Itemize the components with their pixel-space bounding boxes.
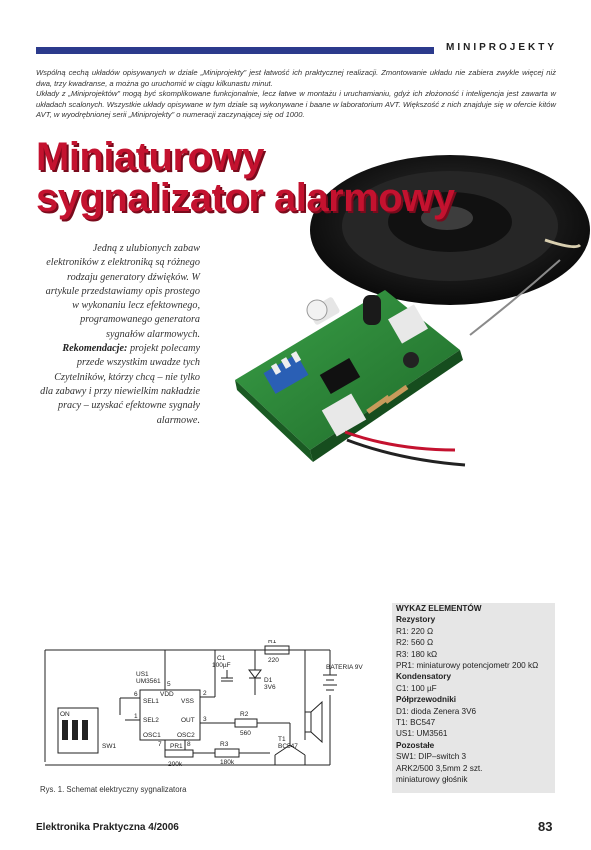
sch-r3: R3 [220,741,229,748]
sch-us1: US1 [136,671,149,678]
sch-pr1-value: 200k [168,761,183,768]
parts-item: US1: UM3561 [396,729,448,739]
sch-r1-value: 220 [268,657,279,664]
speaker [310,155,590,336]
parts-group-name: Półprzewodniki [396,695,457,705]
sch-r2-value: 560 [240,730,251,737]
parts-group-name: Rezystory [396,615,436,625]
sch-r1: R1 [268,640,277,645]
schematic-diagram: R1 220 C1 100µF D1 3V6 BATERIA 9V US1 UM… [44,640,363,768]
parts-item: R3: 180 kΩ [396,649,438,659]
header-rule [36,47,434,54]
sch-r2: R2 [240,711,249,718]
lead-body: Jedną z ulubionych zabaw elektroników z … [45,243,200,340]
recommendation-text: projekt polecamy przede wszystkim uwadze… [40,343,200,426]
title-line-2: sygnalizator alarmowy [36,176,455,220]
section-label: MINIPROJEKTY [446,42,558,53]
sch-pin-7: 7 [158,741,162,748]
sch-r3-value: 180k [220,759,235,766]
footer-magazine: Elektronika Praktyczna 4/2006 [36,822,179,833]
parts-item: PR1: miniaturowy potencjometr 200 kΩ [396,661,539,671]
parts-item: SW1: DIP–switch 3 [396,752,467,762]
sch-pin-5: 5 [167,681,171,688]
sch-vss: VSS [181,698,195,705]
sch-battery: BATERIA 9V [326,664,363,671]
sch-sel2: SEL2 [143,717,159,724]
sch-osc1: OSC1 [143,732,161,739]
sch-d1: D1 [264,677,273,684]
intro-text: Wspólną cechą układów opisywanych w dzia… [36,68,556,121]
sch-pin-3: 3 [203,716,207,723]
parts-group-name: Pozostałe [396,740,435,750]
sch-out: OUT [181,717,195,724]
parts-item: C1: 100 µF [396,683,437,693]
schematic-caption: Rys. 1. Schemat elektryczny sygnalizator… [40,785,187,794]
sch-osc2: OSC2 [177,732,195,739]
sch-c1: C1 [217,655,226,662]
parts-group-name: Kondensatory [396,672,452,682]
parts-title: WYKAZ ELEMENTÓW [396,604,482,613]
intro-paragraph-2: Układy z „Miniprojektów” mogą być skompl… [36,89,556,119]
sch-us1-value: UM3561 [136,678,161,685]
parts-item: D1: dioda Zenera 3V6 [396,706,477,716]
lead-text: Jedną z ulubionych zabaw elektroników z … [40,242,200,428]
product-photo [235,155,590,467]
page-number: 83 [538,819,553,834]
sch-on: ON [60,711,70,718]
pcb-board [235,290,466,467]
parts-list: WYKAZ ELEMENTÓW Rezystory R1: 220 Ω R2: … [392,603,555,793]
sch-t1-value: BC547 [278,743,298,750]
parts-item: miniaturowy głośnik [396,775,468,785]
sch-c1-value: 100µF [212,662,231,669]
sch-pin-6: 6 [134,691,138,698]
parts-item: ARK2/500 3,5mm 2 szt. [396,763,483,773]
parts-item: T1: BC547 [396,718,436,728]
sch-pin-1: 1 [134,713,138,720]
sch-pin-8: 8 [187,741,191,748]
sch-pin-2: 2 [203,690,207,697]
sch-sel1: SEL1 [143,698,159,705]
recommendation-label: Rekomendacje: [62,343,128,355]
title-line-1: Miniaturowy [36,135,264,179]
sch-pr1: PR1 [170,743,183,750]
sch-vdd: VDD [160,691,174,698]
parts-item: R2: 560 Ω [396,638,434,648]
sch-d1-value: 3V6 [264,684,276,691]
parts-item: R1: 220 Ω [396,626,434,636]
sch-t1: T1 [278,736,286,743]
intro-paragraph-1: Wspólną cechą układów opisywanych w dzia… [36,68,556,88]
sch-sw1: SW1 [102,743,116,750]
